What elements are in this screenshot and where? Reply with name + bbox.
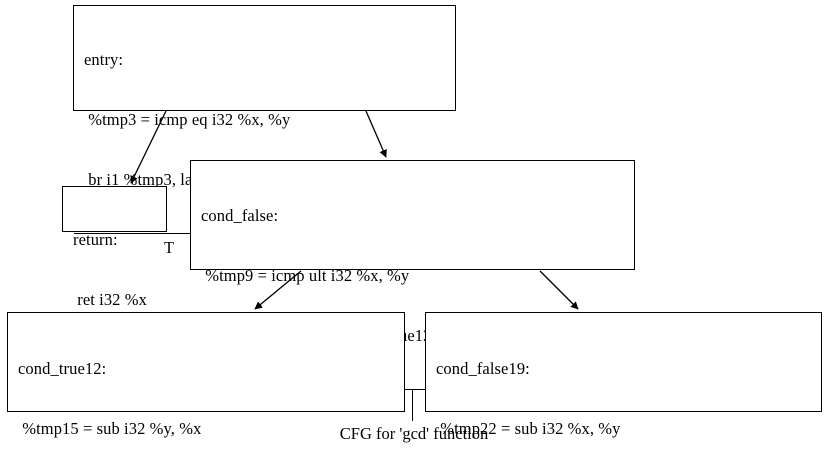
code-line: %tmp15 = sub i32 %y, %x bbox=[18, 419, 202, 438]
node-cond-false[interactable]: cond_false: %tmp9 = icmp ult i32 %x, %y … bbox=[190, 160, 635, 421]
node-return-code: return: ret i32 %x bbox=[63, 187, 166, 353]
code-line: return: bbox=[73, 230, 118, 249]
node-cond-true12[interactable]: cond_true12: %tmp15 = sub i32 %y, %x %tm… bbox=[7, 312, 405, 438]
code-line: cond_true12: bbox=[18, 359, 107, 378]
graph-caption: CFG for 'gcd' function bbox=[339, 424, 489, 443]
node-cond-false19-code: cond_false19: %tmp22 = sub i32 %x, %y %t… bbox=[426, 313, 821, 452]
code-line: %tmp9 = icmp ult i32 %x, %y bbox=[201, 266, 410, 285]
node-cond-false19[interactable]: cond_false19: %tmp22 = sub i32 %x, %y %t… bbox=[425, 312, 822, 438]
node-cond-true12-code: cond_true12: %tmp15 = sub i32 %y, %x %tm… bbox=[8, 313, 404, 452]
code-line: %tmp22 = sub i32 %x, %y bbox=[436, 419, 621, 438]
code-line: cond_false: bbox=[201, 206, 279, 225]
node-entry[interactable]: entry: %tmp3 = icmp eq i32 %x, %y br i1 … bbox=[73, 5, 456, 262]
code-line: cond_false19: bbox=[436, 359, 530, 378]
entry-true-port[interactable]: T bbox=[163, 238, 175, 257]
code-line: %tmp3 = icmp eq i32 %x, %y bbox=[84, 110, 291, 129]
node-return[interactable]: return: ret i32 %x bbox=[62, 186, 167, 309]
code-line: ret i32 %x bbox=[73, 290, 147, 309]
code-line: entry: bbox=[84, 50, 124, 69]
